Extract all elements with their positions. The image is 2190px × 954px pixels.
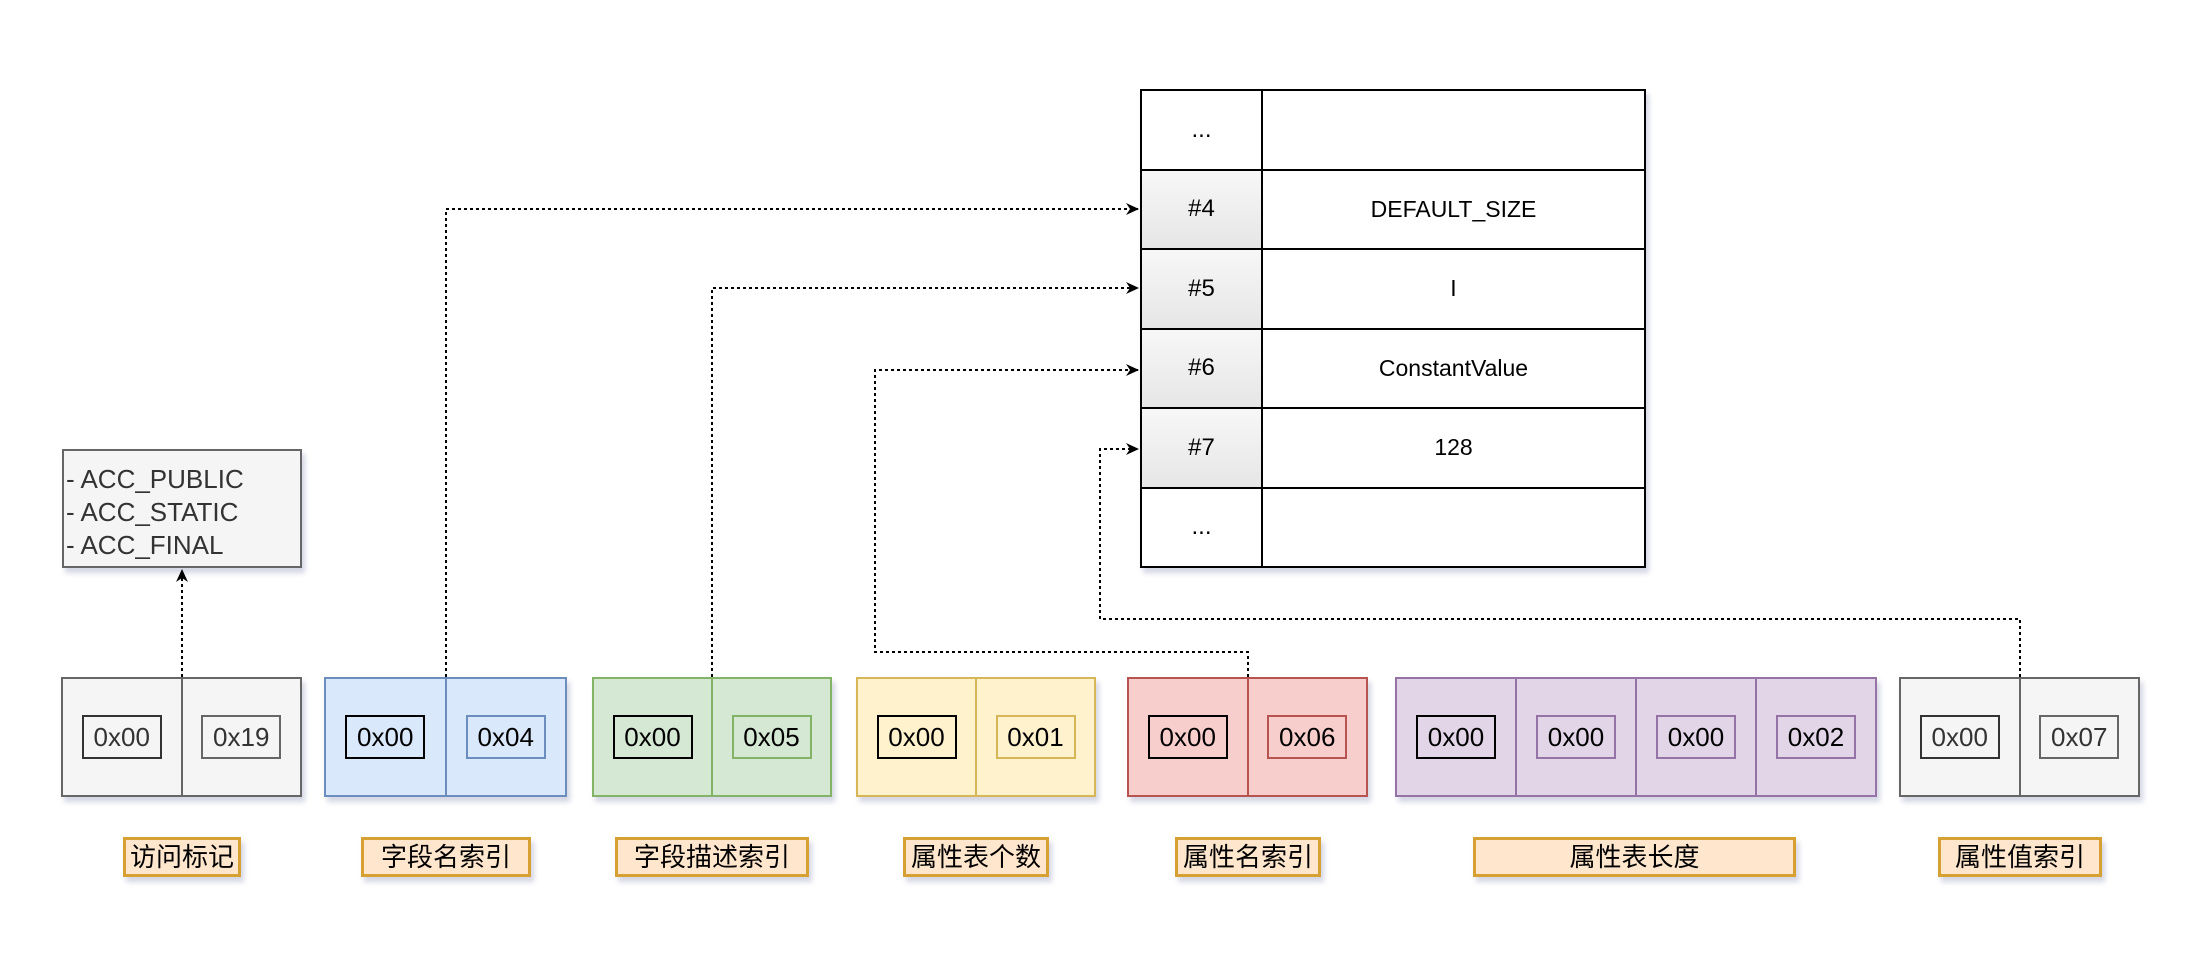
byte-cell: 0x05	[711, 679, 830, 795]
byte-group-attributes-count: 0x00 0x01	[856, 677, 1096, 797]
byte-value: 0x19	[201, 715, 282, 759]
byte-cell: 0x00	[1901, 679, 2019, 795]
connector-constantvalue-index	[1099, 443, 2021, 677]
label-attribute-name-index: 属性名索引	[1175, 837, 1321, 877]
byte-cell: 0x06	[1246, 679, 1367, 795]
byte-cell: 0x01	[975, 679, 1094, 795]
connector-attribute-name-index	[874, 364, 1249, 677]
cp-value: I	[1450, 275, 1457, 302]
label-constantvalue-index: 属性值索引	[1938, 837, 2102, 877]
byte-cell: 0x00	[858, 679, 975, 795]
byte-cell: 0x00	[1397, 679, 1515, 795]
byte-group-field-descriptor-index: 0x00 0x05	[592, 677, 832, 797]
byte-cell: 0x07	[2018, 679, 2139, 795]
byte-value: 0x00	[612, 715, 693, 759]
byte-cell: 0x02	[1755, 679, 1875, 795]
cp-value: 128	[1434, 434, 1473, 461]
cp-index: ...	[1142, 91, 1263, 169]
cp-value: DEFAULT_SIZE	[1370, 195, 1537, 222]
flag-line: - ACC_STATIC	[66, 497, 239, 527]
byte-value: 0x00	[1919, 715, 2000, 759]
byte-value: 0x01	[995, 715, 1076, 759]
cp-index: #4	[1142, 170, 1263, 248]
cp-index: #7	[1142, 409, 1263, 487]
byte-cell: 0x00	[1515, 679, 1635, 795]
byte-cell: 0x19	[180, 679, 301, 795]
label-attributes-count: 属性表个数	[903, 837, 1049, 877]
flag-line: - ACC_FINAL	[66, 530, 224, 560]
label-attribute-length: 属性表长度	[1473, 837, 1796, 877]
byte-value: 0x00	[1656, 715, 1736, 759]
byte-group-attribute-length: 0x00 0x00 0x00 0x02	[1395, 677, 1877, 797]
label-field-descriptor-index: 字段描述索引	[615, 837, 809, 877]
cp-value: ConstantValue	[1378, 354, 1529, 381]
connector-field-descriptor-index	[711, 282, 1139, 677]
label-field-name-index: 字段名索引	[361, 837, 531, 877]
cp-row: #5 I	[1142, 248, 1644, 328]
byte-group-access-flags: 0x00 0x19	[61, 677, 302, 797]
access-flags-note: - ACC_PUBLIC - ACC_STATIC - ACC_FINAL	[62, 449, 302, 568]
byte-cell: 0x00	[326, 679, 445, 795]
byte-value: 0x04	[465, 715, 546, 759]
byte-group-attribute-name-index: 0x00 0x06	[1127, 677, 1368, 797]
byte-value: 0x05	[731, 715, 812, 759]
byte-value: 0x07	[2039, 715, 2120, 759]
byte-cell: 0x04	[444, 679, 566, 795]
byte-cell: 0x00	[63, 679, 181, 795]
constant-pool-table: ... #4 DEFAULT_SIZE #5 I #6 ConstantValu…	[1140, 89, 1646, 568]
cp-row: #4 DEFAULT_SIZE	[1142, 168, 1644, 248]
byte-value: 0x00	[81, 715, 162, 759]
byte-cell: 0x00	[1129, 679, 1247, 795]
connector-field-name-index	[445, 203, 1139, 677]
label-access-flags: 访问标记	[123, 837, 241, 877]
byte-group-field-name-index: 0x00 0x04	[324, 677, 567, 797]
cp-index: ...	[1142, 488, 1263, 566]
cp-index: #5	[1142, 250, 1263, 328]
byte-cell: 0x00	[594, 679, 711, 795]
byte-value: 0x02	[1776, 715, 1856, 759]
byte-value: 0x06	[1267, 715, 1348, 759]
byte-cell: 0x00	[1635, 679, 1755, 795]
byte-value: 0x00	[345, 715, 426, 759]
flag-line: - ACC_PUBLIC	[66, 464, 244, 494]
cp-row: ...	[1142, 91, 1644, 169]
byte-value: 0x00	[876, 715, 957, 759]
byte-group-constantvalue-index: 0x00 0x07	[1899, 677, 2140, 797]
cp-row: #6 ConstantValue	[1142, 327, 1644, 407]
byte-value: 0x00	[1147, 715, 1228, 759]
cp-index: #6	[1142, 329, 1263, 407]
cp-row: ...	[1142, 486, 1644, 566]
byte-value: 0x00	[1416, 715, 1496, 759]
cp-row: #7 128	[1142, 407, 1644, 487]
byte-value: 0x00	[1536, 715, 1616, 759]
